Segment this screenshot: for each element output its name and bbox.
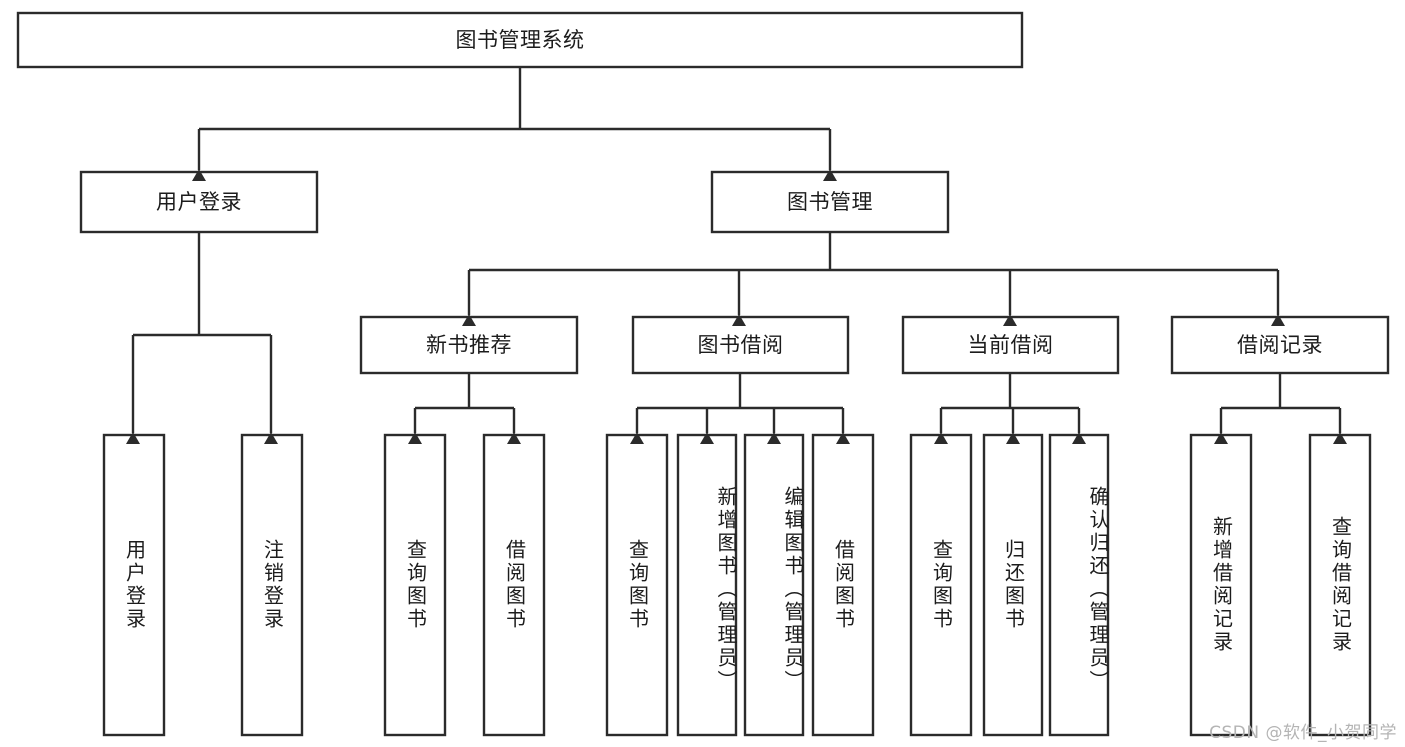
node-box-leaf-user-logout[interactable]: [240, 433, 304, 737]
watermark-text: CSDN @软件_小贺同学: [1209, 723, 1397, 743]
node-box-leaf-edit-book-admin[interactable]: [743, 433, 805, 737]
node-box-leaf-query-borrow-record[interactable]: [1308, 433, 1372, 737]
node-box-leaf-query-book-current[interactable]: [909, 433, 973, 737]
node-box-leaf-user-login[interactable]: [102, 433, 166, 737]
node-box-leaf-borrow-book-new[interactable]: [482, 433, 546, 737]
node-box-leaf-query-book-borrow[interactable]: [605, 433, 669, 737]
node-box-current-borrow[interactable]: [901, 315, 1120, 375]
node-box-leaf-borrow-book[interactable]: [811, 433, 875, 737]
node-box-leaf-add-book-admin[interactable]: [676, 433, 738, 737]
node-box-leaf-add-borrow-record[interactable]: [1189, 433, 1253, 737]
node-box-root[interactable]: [16, 11, 1024, 69]
node-box-user-login[interactable]: [79, 170, 319, 234]
node-box-leaf-return-book[interactable]: [982, 433, 1044, 737]
node-box-new-book-recommend[interactable]: [359, 315, 579, 375]
node-box-leaf-confirm-return-admin[interactable]: [1048, 433, 1110, 737]
node-box-book-borrow[interactable]: [631, 315, 850, 375]
node-box-book-management[interactable]: [710, 170, 950, 234]
node-box-borrow-records[interactable]: [1170, 315, 1390, 375]
node-box-leaf-query-book-new[interactable]: [383, 433, 447, 737]
